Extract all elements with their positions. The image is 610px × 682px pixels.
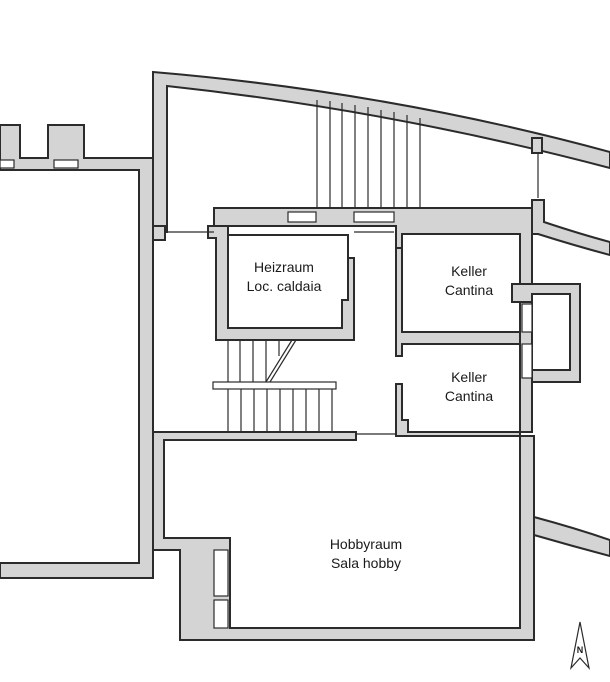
stairs-lower (212, 339, 396, 435)
room-label-heizraum-it: Loc. caldaia (247, 278, 322, 294)
stairs-flight-a (227, 339, 297, 383)
room-label-keller-bottom-it: Cantina (445, 388, 493, 404)
window (521, 303, 533, 333)
window (0, 159, 15, 169)
window (353, 211, 395, 223)
room-label-keller-bottom: Keller (451, 369, 487, 385)
window (213, 549, 229, 597)
window (213, 599, 229, 629)
room-label-hobbyraum: Hobbyraum (330, 536, 402, 552)
room-label-heizraum: Heizraum (254, 259, 314, 275)
stairs-upper (167, 100, 421, 233)
room-label-hobbyraum-it: Sala hobby (331, 555, 401, 571)
room-label-keller-top: Keller (451, 263, 487, 279)
north-arrow-icon: N (569, 621, 591, 671)
room-label-keller-top-it: Cantina (445, 282, 493, 298)
stair-landing-rail (212, 381, 337, 390)
hobbyraum-walls (152, 431, 535, 641)
wall-pier (531, 137, 543, 154)
window (521, 343, 533, 379)
left-building (0, 124, 154, 579)
window (287, 211, 317, 223)
stairs-flight-b (227, 389, 333, 432)
right-annex (511, 283, 581, 383)
wall-pier (152, 225, 166, 241)
central-core-walls (207, 207, 533, 437)
window (53, 159, 79, 169)
room-labels: Heizraum Loc. caldaia Keller Cantina Kel… (247, 259, 494, 571)
right-diagonal-walls (531, 199, 610, 558)
north-letter: N (577, 645, 584, 655)
